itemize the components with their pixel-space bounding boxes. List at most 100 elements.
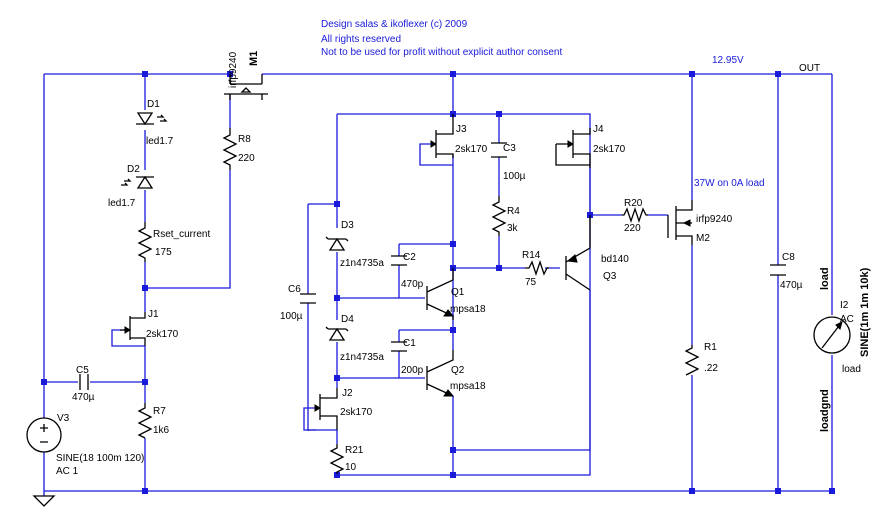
j1-name: J1 — [148, 309, 159, 320]
r21-symbol[interactable] — [329, 444, 345, 474]
c2-value: 470p — [401, 279, 424, 290]
c1-value: 200p — [401, 365, 424, 376]
r8-value: 220 — [238, 153, 255, 164]
d1-symbol[interactable] — [136, 112, 168, 126]
m2-symbol[interactable] — [667, 200, 693, 245]
d2-value: led1.7 — [108, 198, 136, 209]
header-line1: Design salas & ikoflexer (c) 2009 — [321, 19, 468, 30]
c3-name: C3 — [503, 143, 516, 154]
v3-name: V3 — [57, 413, 70, 424]
r1-name: R1 — [704, 342, 717, 353]
q2-value: mpsa18 — [450, 381, 486, 392]
c1-name: C1 — [403, 338, 416, 349]
q3-value: bd140 — [601, 254, 629, 265]
r21-name: R21 — [345, 445, 364, 456]
c2-name: C2 — [403, 252, 416, 263]
q1-name: Q1 — [451, 287, 465, 298]
j2-name: J2 — [342, 388, 353, 399]
d1-name: D1 — [147, 99, 160, 110]
m1-name: M1 — [248, 51, 260, 66]
r20-value: 220 — [624, 223, 641, 234]
c1-symbol[interactable] — [391, 341, 407, 352]
m2-name: M2 — [696, 233, 710, 244]
m1-value: irfp9240 — [228, 51, 239, 88]
r7-symbol[interactable] — [137, 403, 153, 439]
r8-symbol[interactable] — [222, 128, 238, 170]
j3-name: J3 — [456, 124, 467, 135]
rset-name: Rset_current — [153, 229, 210, 240]
i2-symbol[interactable] — [813, 316, 851, 354]
r1-value: .22 — [704, 363, 718, 374]
j1-symbol[interactable] — [120, 312, 146, 346]
c2-symbol[interactable] — [391, 255, 407, 266]
r4-name: R4 — [507, 206, 520, 217]
d2-symbol[interactable] — [121, 175, 154, 189]
q3-symbol[interactable] — [565, 215, 591, 291]
j4-symbol[interactable] — [555, 128, 591, 168]
c6-name: C6 — [288, 284, 301, 295]
m1-symbol[interactable] — [224, 74, 268, 100]
r1-symbol[interactable] — [684, 345, 700, 376]
d4-symbol[interactable] — [325, 326, 349, 341]
j3-value: 2sk170 — [455, 144, 488, 155]
d3-symbol[interactable] — [325, 236, 349, 251]
r20-name: R20 — [624, 198, 643, 209]
m2-value: irfp9240 — [696, 214, 733, 225]
j2-value: 2sk170 — [340, 407, 373, 418]
i2-ac: AC — [840, 314, 854, 325]
power-note: 37W on 0A load — [694, 178, 765, 189]
i2-name: I2 — [840, 300, 849, 311]
v3-ac: AC 1 — [56, 466, 79, 477]
v3-symbol[interactable] — [26, 417, 62, 453]
d3-name: D3 — [341, 220, 354, 231]
d1-value: led1.7 — [146, 136, 174, 147]
i2-value: SINE(1m 1m 10k) — [859, 267, 871, 357]
c6-symbol[interactable] — [300, 293, 316, 304]
header-line3: Not to be used for profit without explic… — [321, 47, 562, 58]
r8-name: R8 — [238, 134, 251, 145]
rset-symbol[interactable] — [137, 222, 153, 262]
rset-value: 175 — [155, 247, 172, 258]
c3-value: 100µ — [503, 171, 526, 182]
q1-symbol[interactable] — [426, 268, 455, 320]
r7-value: 1k6 — [153, 425, 170, 436]
r21-value: 10 — [345, 462, 357, 473]
j4-value: 2sk170 — [593, 144, 626, 155]
q2-symbol[interactable] — [426, 350, 455, 397]
j1-value: 2sk170 — [146, 329, 179, 340]
c5-symbol[interactable] — [79, 374, 89, 390]
load-net-label: load — [819, 267, 831, 290]
j2-symbol[interactable] — [314, 388, 338, 430]
j3-symbol[interactable] — [430, 114, 454, 158]
r20-symbol[interactable] — [622, 206, 648, 224]
c8-symbol[interactable] — [770, 264, 786, 276]
c6-value: 100µ — [280, 311, 303, 322]
header-line2: All rights reserved — [321, 34, 401, 45]
ground-symbol — [32, 495, 56, 507]
d2-name: D2 — [127, 164, 140, 175]
rail-voltage-label: 12.95V — [712, 55, 744, 66]
d4-name: D4 — [341, 314, 354, 325]
q3-name: Q3 — [603, 271, 617, 282]
out-net-label: OUT — [799, 63, 820, 74]
r4-symbol[interactable] — [491, 196, 507, 236]
r14-symbol[interactable] — [525, 259, 549, 277]
c8-value: 470µ — [780, 280, 803, 291]
v3-value: SINE(18 100m 120) — [56, 453, 144, 464]
c8-name: C8 — [782, 252, 795, 263]
r14-name: R14 — [522, 250, 541, 261]
j4-name: J4 — [593, 124, 604, 135]
load-net-label-lower: load — [842, 364, 861, 375]
c5-value: 470µ — [72, 392, 95, 403]
r7-name: R7 — [153, 406, 166, 417]
q1-value: mpsa18 — [450, 304, 486, 315]
d4-value: z1n4735a — [340, 352, 384, 363]
loadgnd-net-label: loadgnd — [819, 389, 831, 432]
r4-value: 3k — [507, 223, 519, 234]
q2-name: Q2 — [451, 365, 465, 376]
r14-value: 75 — [525, 277, 537, 288]
c5-name: C5 — [76, 365, 89, 376]
c3-symbol[interactable] — [491, 142, 507, 158]
d3-value: z1n4735a — [340, 258, 384, 269]
